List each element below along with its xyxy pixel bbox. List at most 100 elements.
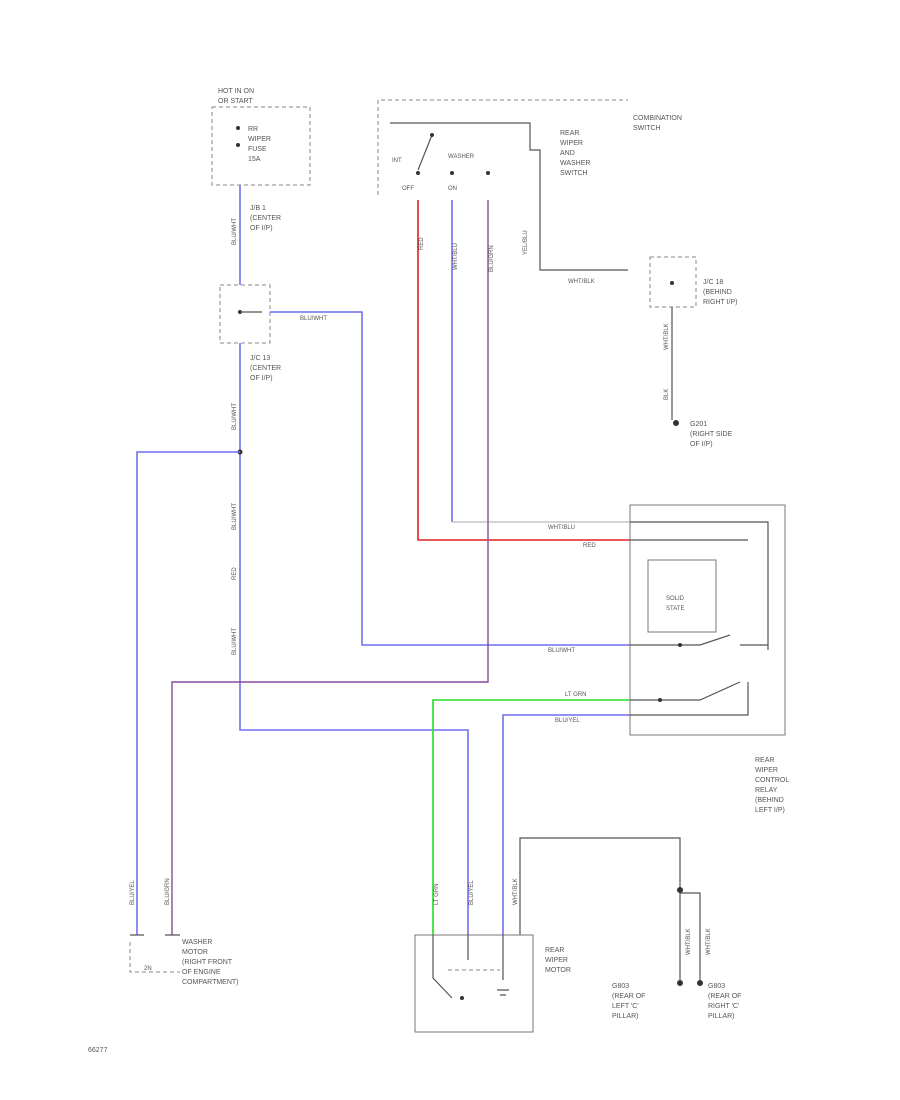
- g-left-label-4: PILLAR): [612, 1013, 638, 1020]
- relay-node-2: [658, 698, 662, 702]
- jc-rear-outline: [649, 256, 697, 308]
- wire-label-switch-wht-blk: WHT/BLK: [568, 279, 595, 285]
- washer-label-5: COMPARTMENT): [182, 979, 239, 986]
- combination-switch-outline: [377, 99, 628, 195]
- relay-label-6: LEFT I/P): [755, 807, 785, 814]
- wire-label-relay-blu: BLU/WHT: [548, 648, 575, 654]
- switch-pivot: [430, 133, 434, 137]
- motor-label-2: WIPER: [545, 957, 568, 964]
- hot-label-1: HOT IN ON: [218, 88, 254, 95]
- washer-label-4: OF ENGINE: [182, 969, 221, 976]
- relay-label-5: (BEHIND: [755, 797, 784, 804]
- switch-pos-label-2: WASHER: [448, 154, 475, 160]
- jc-rear-node: [670, 281, 674, 285]
- jc-label-3: OF I/P): [250, 375, 273, 382]
- ground-g201: [673, 420, 679, 426]
- solid-state-block: [647, 559, 717, 633]
- g-right-label-3: RIGHT 'C': [708, 1003, 739, 1010]
- fuse-label-3: FUSE: [248, 146, 267, 153]
- wire-jc-down-to-motor: [239, 343, 469, 935]
- rear-junction-connector: [649, 256, 697, 308]
- wire-label-red-vertical: RED: [419, 237, 425, 250]
- relay-contact-2: [630, 681, 741, 701]
- wire-label-relay-wht-blu: WHT/BLU: [548, 525, 575, 531]
- page-id: 66277: [88, 1047, 108, 1054]
- g-left-label-1: G803: [612, 983, 629, 990]
- wire-label-relay-blu-yel: BLU/YEL: [555, 718, 580, 724]
- fuse-label-4: 15A: [248, 156, 261, 163]
- wire-label-washer-purple: BLU/GRN: [165, 878, 171, 905]
- wire-label-switch-yelblu: YEL/BLU: [523, 230, 529, 255]
- combination-switch: INT WASHER OFF ON: [377, 99, 628, 271]
- g-left-label-2: (REAR OF: [612, 993, 645, 1000]
- wire-label-motor-blu-yel: BLU/YEL: [469, 880, 475, 905]
- ground-label-2: (RIGHT SIDE: [690, 431, 733, 438]
- wire-label-jc-down-3: BLU/WHT: [232, 628, 238, 655]
- motor-label-3: MOTOR: [545, 967, 571, 974]
- ground-label-1: G201: [690, 421, 707, 428]
- relay-outline: [629, 504, 786, 736]
- junction-connector: [219, 284, 271, 344]
- motor-outline: [414, 934, 534, 1033]
- relay-label-3: CONTROL: [755, 777, 789, 784]
- wire-lt-grn: [432, 699, 630, 935]
- wire-label-motor-lt-grn: LT GRN: [434, 884, 440, 905]
- wire-motor-ground: [519, 837, 681, 935]
- switch-pos-label-3: OFF: [402, 186, 414, 192]
- fuse-block: HOT IN ON OR START RR WIPER FUSE 15A: [211, 88, 311, 186]
- jc-rear-label-3: RIGHT I/P): [703, 299, 737, 306]
- wire-blu-yel: [502, 714, 630, 935]
- fuse-terminal-bottom: [236, 143, 240, 147]
- jc-outline: [219, 284, 271, 344]
- g-right-label-1: G803: [708, 983, 725, 990]
- jc-rear-label-1: J/C 18: [703, 279, 723, 286]
- ground-splice: [677, 887, 683, 893]
- switch-terminal-washer: [486, 171, 490, 175]
- wire-label-relay-red: RED: [583, 543, 596, 549]
- wire-label-relay-lt-grn: LT GRN: [565, 692, 586, 698]
- washer-label-1: WASHER: [182, 939, 212, 946]
- g-right-label-2: (REAR OF: [708, 993, 741, 1000]
- wire-label-jc-down-1: BLU/WHT: [232, 403, 238, 430]
- rear-wiper-sw-label-4: WASHER: [560, 160, 590, 167]
- switch-terminal-off: [416, 171, 420, 175]
- rear-wiper-sw-label-2: WIPER: [560, 140, 583, 147]
- wire-label-motor-wht-blk: WHT/BLK: [513, 878, 519, 905]
- jb1-label-2: (CENTER: [250, 215, 281, 222]
- wire-jc-to-relay: [270, 311, 630, 646]
- switch-pos-label-4: ON: [448, 186, 457, 192]
- jc-rear-label-2: (BEHIND: [703, 289, 732, 296]
- wire-label-g201-2: BLK: [664, 389, 670, 400]
- fuse-label-2: WIPER: [248, 136, 271, 143]
- wire-label-jc-down-2: BLU/WHT: [232, 503, 238, 530]
- relay-label-4: RELAY: [755, 787, 778, 794]
- wire-purple-washer: [171, 200, 489, 935]
- jb1-label-1: J/B 1: [250, 205, 266, 212]
- washer-outline: [129, 942, 180, 973]
- g-right-label-4: PILLAR): [708, 1013, 734, 1020]
- wire-label-jc-right: BLU/WHT: [300, 316, 327, 322]
- wire-label-g201-1: WHT/BLK: [664, 323, 670, 350]
- jb1-label-3: OF I/P): [250, 225, 273, 232]
- rear-wiper-control-relay: SOLID STATE: [629, 504, 786, 736]
- fuse-terminal-top: [236, 126, 240, 130]
- wire-label-wht-blu-vertical: WHT/BLU: [453, 243, 459, 270]
- wire-label-jc-down-red: RED: [232, 567, 238, 580]
- wire-splice-to-washer: [136, 451, 240, 935]
- ground-label-3: OF I/P): [690, 441, 713, 448]
- wire-red: [417, 200, 630, 541]
- relay-contact-2b: [630, 682, 749, 716]
- jc-label-1: J/C 13: [250, 355, 270, 362]
- switch-blade: [417, 134, 433, 171]
- motor-switch-blade: [432, 935, 453, 999]
- washer-connector-label: 2N: [144, 966, 152, 972]
- ground-g803-right: [697, 980, 703, 986]
- motor-winding: [497, 935, 509, 996]
- combination-label-1: COMBINATION: [633, 115, 682, 122]
- rear-wiper-sw-label-5: SWITCH: [560, 170, 588, 177]
- g-left-label-3: LEFT 'C': [612, 1003, 639, 1010]
- wire-label-fuse-jc: BLU/WHT: [232, 218, 238, 245]
- washer-motor: 2N: [129, 934, 180, 973]
- wire-label-washer-blu: BLU/YEL: [130, 880, 136, 905]
